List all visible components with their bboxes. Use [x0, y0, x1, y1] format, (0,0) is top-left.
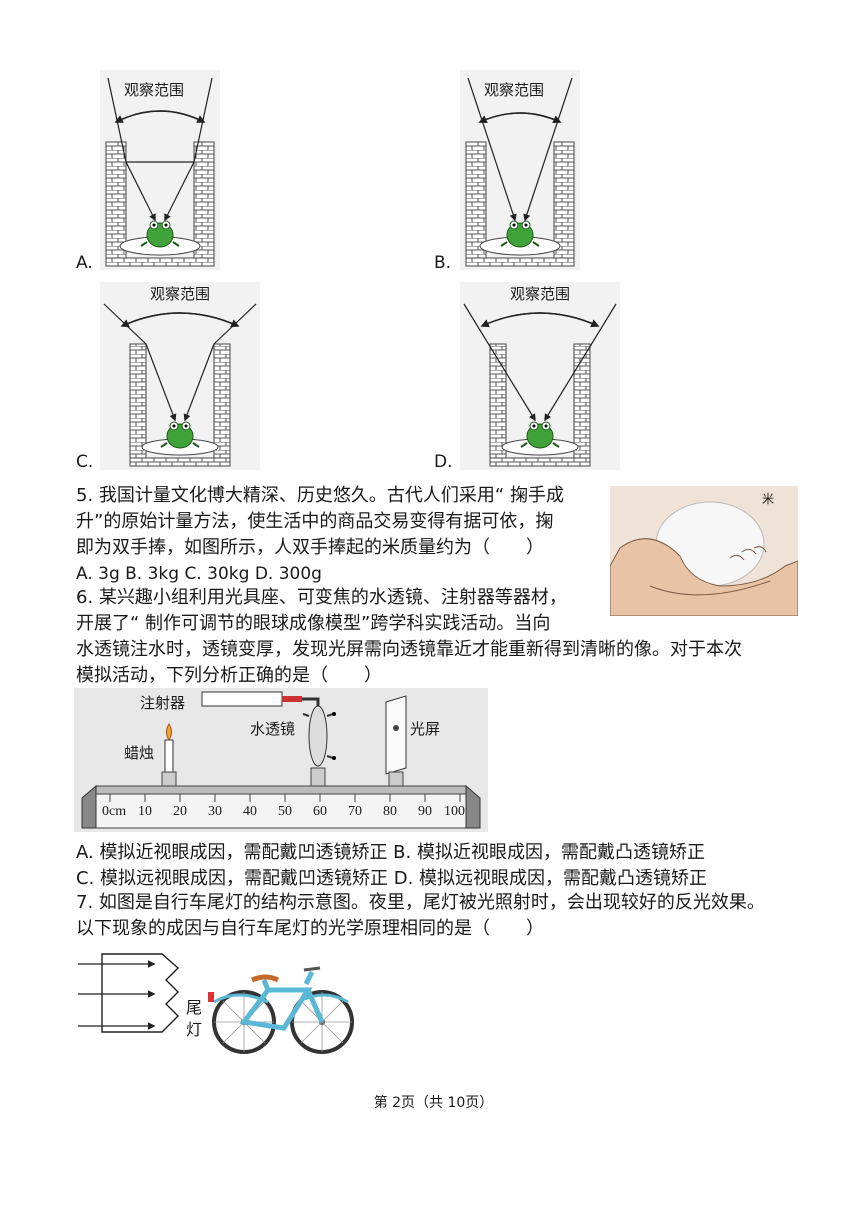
q5-line-1: 5. 我国计量文化博大精深、历史悠久。古代人们采用“ 掬手成 [76, 485, 564, 506]
candle-label: 蜡烛 [124, 744, 155, 762]
frog-icon [500, 220, 540, 248]
option-d-label: D. [434, 452, 453, 472]
ruler-scale: 0cm 10 20 30 40 50 60 70 80 90 100 [98, 804, 468, 824]
scale-label: 10 [138, 804, 152, 819]
q5-line-2: 升”的原始计量方法，使生活中的商品交易变得有据可依，掬 [76, 511, 554, 532]
taillight-structure-diagram: 尾 [74, 950, 202, 1056]
q6-line-4: 模拟活动，下列分析正确的是（ ） [76, 665, 382, 686]
hands-holding-rice-image: 米 [609, 486, 799, 617]
scale-label: 100 [444, 804, 465, 819]
screen-label: 光屏 [410, 720, 441, 738]
scale-label: 80 [383, 804, 397, 819]
scale-label: 60 [313, 804, 327, 819]
q6-options-row-1: A. 模拟近视眼成因，需配戴凹透镜矫正 B. 模拟近视眼成因，需配戴凸透镜矫正 [76, 842, 705, 863]
q5-line-3: 即为双手捧，如图所示，人双手捧起的米质量约为（ ） [76, 537, 544, 558]
q7-line-2: 以下现象的成因与自行车尾灯的光学原理相同的是（ ） [76, 918, 544, 939]
observation-range-caption: 观察范围 [124, 81, 185, 99]
bicycle-image [208, 962, 358, 1056]
option-a-label: A. [76, 253, 93, 273]
q6-line-3: 水透镜注水时，透镜变厚，发现光屏需向透镜靠近才能重新得到清晰的像。对于本次 [76, 639, 742, 660]
frog-well-diagram-c: 观察范围 [100, 282, 260, 470]
q6-line-2: 开展了“ 制作可调节的眼球成像模型”跨学科实践活动。当向 [76, 613, 551, 634]
frog-well-diagram-b: 观察范围 [460, 70, 580, 270]
frog-icon [160, 421, 200, 449]
syringe-label: 注射器 [140, 694, 186, 712]
taillight-label-2: 灯 [186, 1020, 203, 1039]
page-footer: 第 2页（共 10页） [373, 1095, 494, 1111]
q6-line-1: 6. 某兴趣小组利用光具座、可变焦的水透镜、注射器等器材， [76, 587, 567, 608]
q7-line-1: 7. 如图是自行车尾灯的结构示意图。夜里，尾灯被光照射时，会出现较好的反光效果。 [76, 892, 765, 913]
observation-range-caption: 观察范围 [484, 81, 545, 99]
frog-well-diagram-d: 观察范围 [460, 282, 620, 470]
observation-range-caption: 观察范围 [150, 285, 211, 303]
q5-options: A. 3g B. 3kg C. 30kg D. 300g [76, 564, 322, 584]
q6-options-row-2: C. 模拟远视眼成因，需配戴凹透镜矫正 D. 模拟远视眼成因，需配戴凸透镜矫正 [76, 868, 708, 889]
frog-icon [140, 220, 180, 248]
scale-label: 0cm [102, 804, 127, 819]
scale-label: 90 [418, 804, 432, 819]
scale-label: 20 [173, 804, 187, 819]
scale-label: 40 [243, 804, 257, 819]
scale-label: 30 [208, 804, 222, 819]
option-c-label: C. [76, 452, 94, 472]
option-b-label: B. [434, 253, 452, 273]
frog-well-diagram-a: 观察范围 [100, 70, 220, 270]
observation-range-caption: 观察范围 [510, 285, 571, 303]
rice-label: 米 [762, 492, 775, 506]
optical-bench-diagram: 注射器 水透镜 光屏 蜡烛 0cm 10 20 30 40 50 60 70 8… [74, 688, 488, 832]
taillight-label-1: 尾 [186, 998, 203, 1017]
scale-label: 70 [348, 804, 362, 819]
scale-label: 50 [278, 804, 292, 819]
water-lens-label: 水透镜 [250, 720, 296, 738]
frog-icon [520, 421, 560, 449]
